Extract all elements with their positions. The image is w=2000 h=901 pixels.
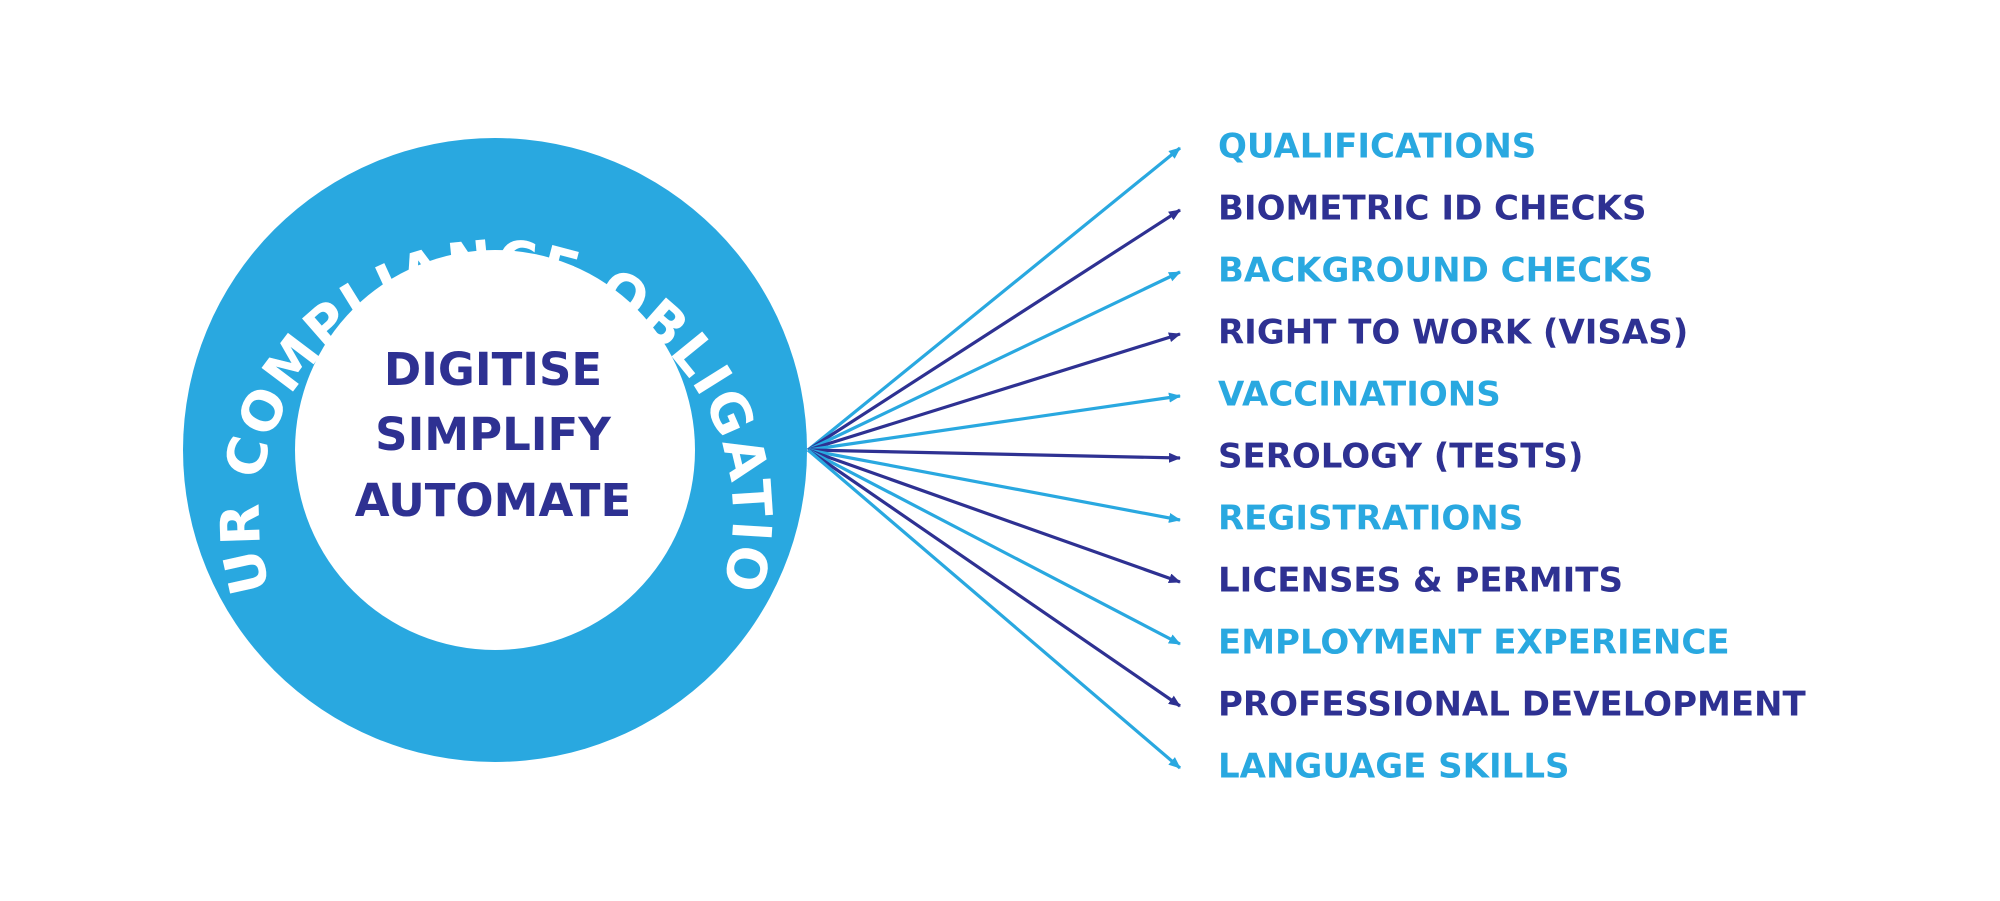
label-group: QUALIFICATIONS BIOMETRIC ID CHECKS BACKGRO… bbox=[1218, 127, 1807, 787]
arrow-registrations bbox=[807, 448, 1181, 523]
label-serology-tests: SEROLOGY (TESTS) bbox=[1218, 437, 1583, 477]
inner-disc bbox=[295, 250, 695, 650]
label-language-skills: LANGUAGE SKILLS bbox=[1218, 747, 1570, 787]
center-line-simplify: SIMPLIFY bbox=[375, 408, 612, 461]
label-background-checks: BACKGROUND CHECKS bbox=[1218, 251, 1653, 291]
arrow-professional-development bbox=[807, 448, 1181, 708]
label-employment-experience: EMPLOYMENT EXPERIENCE bbox=[1218, 623, 1730, 663]
arrow-background-checks bbox=[807, 270, 1181, 452]
arrow-right-to-work-visas bbox=[807, 332, 1181, 452]
center-line-digitise: DIGITISE bbox=[384, 343, 602, 396]
label-licenses-permits: LICENSES & PERMITS bbox=[1218, 561, 1623, 601]
label-qualifications: QUALIFICATIONS bbox=[1218, 127, 1536, 167]
arrow-licenses-permits bbox=[807, 448, 1181, 584]
label-professional-development: PROFESSIONAL DEVELOPMENT bbox=[1218, 685, 1807, 725]
label-registrations: REGISTRATIONS bbox=[1218, 499, 1523, 539]
arrow-serology-tests bbox=[807, 448, 1181, 463]
center-line-automate: AUTOMATE bbox=[355, 474, 631, 527]
label-right-to-work-visas: RIGHT TO WORK (VISAS) bbox=[1218, 313, 1688, 353]
arrow-language-skills bbox=[806, 448, 1182, 770]
arrow-biometric-id-checks bbox=[807, 208, 1181, 452]
arrow-qualifications bbox=[806, 146, 1182, 452]
arrow-employment-experience bbox=[807, 448, 1181, 646]
arrow-group bbox=[806, 146, 1182, 770]
arrow-vaccinations bbox=[807, 392, 1181, 452]
label-biometric-id-checks: BIOMETRIC ID CHECKS bbox=[1218, 189, 1646, 229]
label-vaccinations: VACCINATIONS bbox=[1218, 375, 1501, 415]
